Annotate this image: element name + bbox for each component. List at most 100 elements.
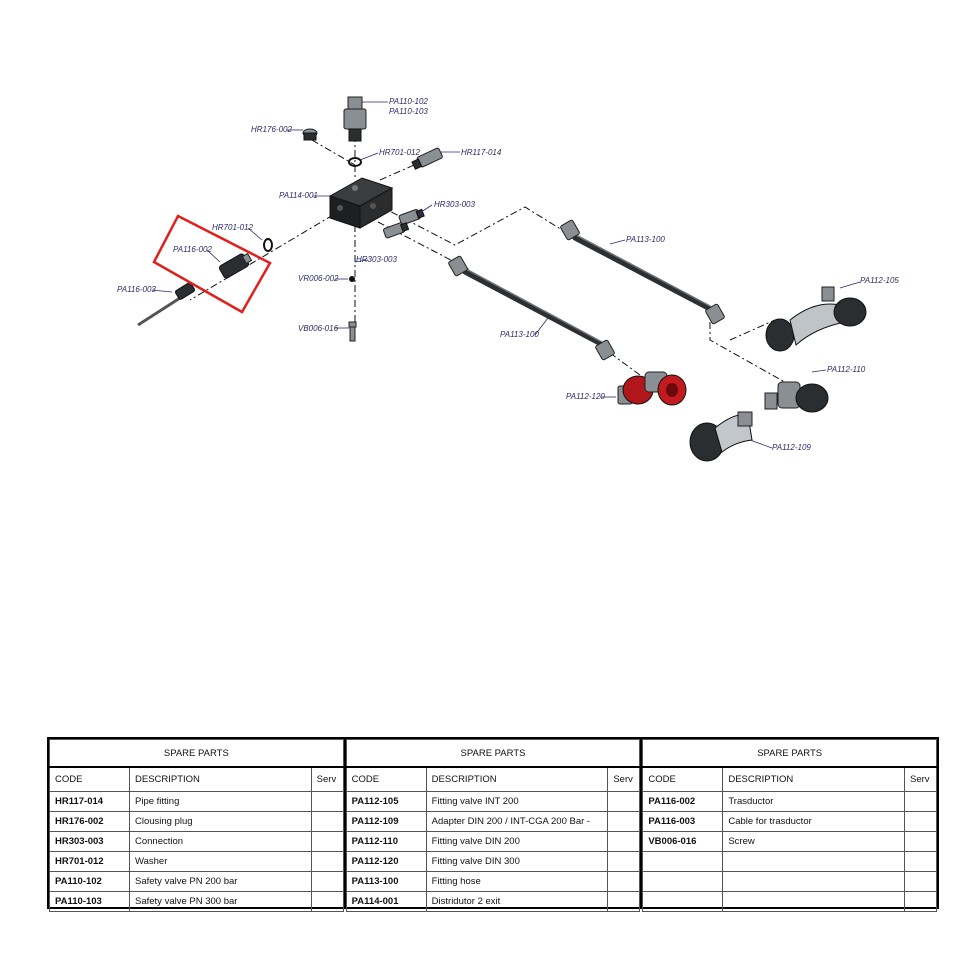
part-serv xyxy=(310,871,344,892)
part-code: PA113-100 xyxy=(345,871,427,892)
spare-parts-block-1: SPARE PARTS CODE DESCRIPTION Serv HR117-… xyxy=(49,739,346,912)
part-code: PA112-120 xyxy=(345,851,427,872)
label-pa112-120: PA112-120 xyxy=(566,392,605,401)
transductor-cable-part xyxy=(137,282,196,327)
part-code: HR701-012 xyxy=(49,851,130,872)
label-pa112-105: PA112-105 xyxy=(860,276,899,285)
part-description: Connection xyxy=(129,831,312,852)
header-description: DESCRIPTION xyxy=(722,766,906,792)
label-hr303-003-right: HR303-003 xyxy=(434,200,475,209)
table-row xyxy=(642,851,938,872)
fitting-valve-din200-part xyxy=(764,381,829,413)
pipe-fitting-part xyxy=(411,147,443,170)
washer-left-part xyxy=(263,238,273,252)
part-serv xyxy=(904,851,938,872)
label-pa110-103: PA110-103 xyxy=(389,107,428,116)
label-pa114-001: PA114-001 xyxy=(279,191,318,200)
part-code: PA116-003 xyxy=(642,811,724,832)
part-serv xyxy=(607,871,641,892)
part-description: Clousing plug xyxy=(129,811,312,832)
part-code: PA112-109 xyxy=(345,811,427,832)
fitting-valve-din300-part xyxy=(617,371,687,406)
part-code: HR303-003 xyxy=(49,831,130,852)
adapter-din-int-part xyxy=(689,411,753,462)
header-code: CODE xyxy=(345,766,427,792)
part-description: Pipe fitting xyxy=(129,791,312,812)
distributor-block-part xyxy=(328,177,394,229)
spare-parts-title: SPARE PARTS xyxy=(345,739,641,768)
header-description: DESCRIPTION xyxy=(129,766,312,792)
part-code: PA114-001 xyxy=(345,891,427,912)
part-description xyxy=(722,891,906,912)
part-labels: PA110-102 PA110-103 HR176-002 HR701-012 … xyxy=(117,97,899,452)
spare-parts-table: SPARE PARTS CODE DESCRIPTION Serv HR117-… xyxy=(47,737,939,912)
part-code: HR176-002 xyxy=(49,811,130,832)
part-description: Adapter DIN 200 / INT-CGA 200 Bar - xyxy=(425,811,609,832)
table-row xyxy=(642,871,938,892)
assembly-axis-lines xyxy=(189,120,791,386)
part-serv xyxy=(310,831,344,852)
label-hr117-014: HR117-014 xyxy=(461,148,502,157)
part-serv xyxy=(904,891,938,912)
header-code: CODE xyxy=(49,766,130,792)
part-serv xyxy=(607,811,641,832)
part-serv xyxy=(607,851,641,872)
part-code: PA112-105 xyxy=(345,791,427,812)
part-description: Safety valve PN 300 bar xyxy=(129,891,312,912)
part-description: Trasductor xyxy=(722,791,906,812)
header-serv: Serv xyxy=(310,766,344,792)
label-vb006-016: VB006-016 xyxy=(298,324,339,333)
part-code: PA116-002 xyxy=(642,791,724,812)
part-description: Screw xyxy=(722,831,906,852)
part-code xyxy=(642,851,724,872)
header-description: DESCRIPTION xyxy=(425,766,609,792)
header-code: CODE xyxy=(642,766,724,792)
label-pa112-109: PA112-109 xyxy=(772,443,811,452)
highlight-frame xyxy=(152,214,272,314)
fitting-valve-int200-part xyxy=(765,286,867,352)
part-code: HR117-014 xyxy=(49,791,130,812)
header-serv: Serv xyxy=(607,766,641,792)
label-pa113-100-b: PA113-100 xyxy=(500,330,539,339)
spare-parts-block-2: SPARE PARTS CODE DESCRIPTION Serv PA112-… xyxy=(345,739,643,912)
part-serv xyxy=(310,851,344,872)
label-pa113-100-a: PA113-100 xyxy=(626,235,665,244)
part-serv xyxy=(904,811,938,832)
label-hr701-012-top: HR701-012 xyxy=(379,148,420,157)
part-code: VB006-016 xyxy=(642,831,724,852)
part-serv xyxy=(904,831,938,852)
part-serv xyxy=(607,831,641,852)
part-description: Distridutor 2 exit xyxy=(425,891,609,912)
label-hr176-002: HR176-002 xyxy=(251,125,292,134)
leader-lines xyxy=(151,101,861,449)
label-hr701-012-left: HR701-012 xyxy=(212,223,253,232)
part-description: Washer xyxy=(129,851,312,872)
part-code: PA110-103 xyxy=(49,891,130,912)
part-description xyxy=(722,871,906,892)
part-code xyxy=(642,891,724,912)
part-description: Safety valve PN 200 bar xyxy=(129,871,312,892)
part-description xyxy=(722,851,906,872)
part-code: PA110-102 xyxy=(49,871,130,892)
part-description: Fitting valve INT 200 xyxy=(425,791,609,812)
label-vr006-002: VR006-002 xyxy=(298,274,339,283)
transductor-part xyxy=(218,252,253,279)
connection-low-part xyxy=(383,222,410,239)
spare-parts-title: SPARE PARTS xyxy=(642,739,938,768)
connection-right-part xyxy=(398,208,425,226)
hose-upper-part xyxy=(560,219,725,325)
part-description: Cable for trasductor xyxy=(722,811,906,832)
